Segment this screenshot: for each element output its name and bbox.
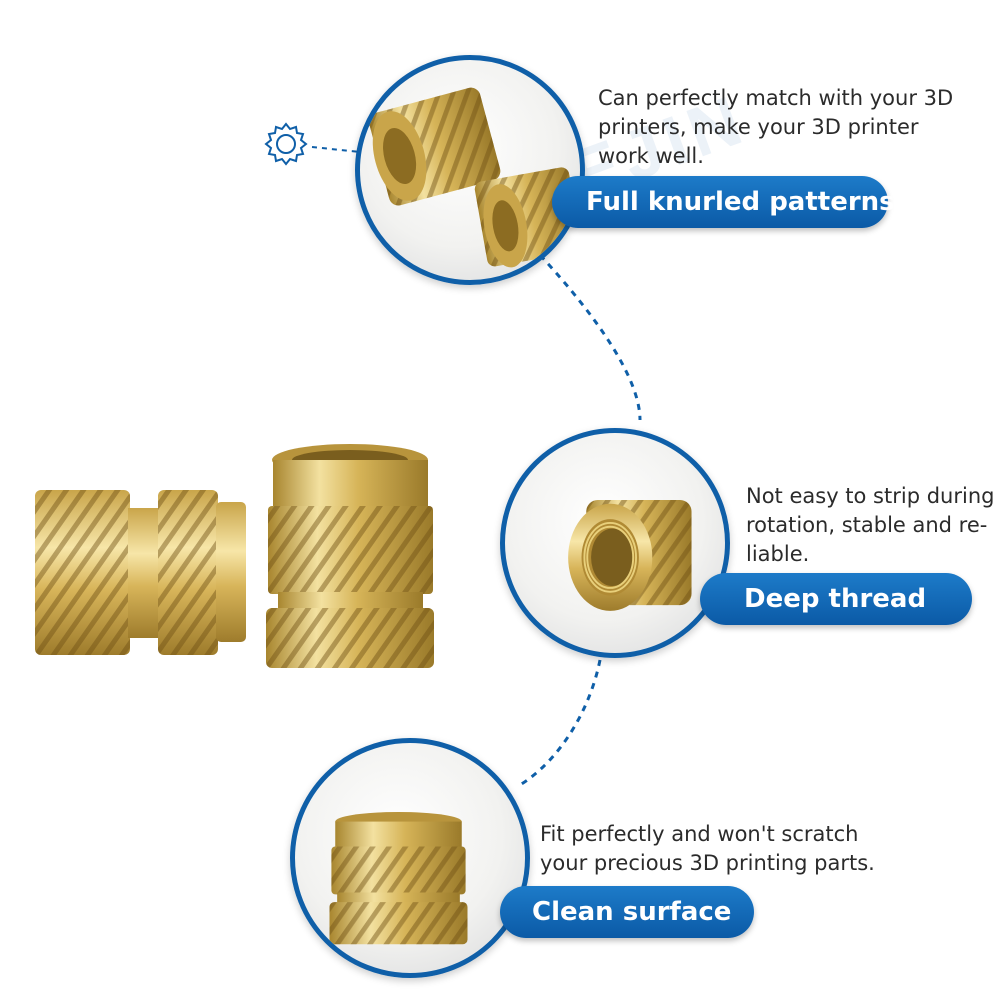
desc-line: Fit perfectly and won't scratch [540, 822, 859, 846]
feature-1-title-badge: Full knurled patterns [552, 176, 895, 228]
feature-3-title: Clean surface [532, 897, 732, 927]
feature-2-title: Deep thread [744, 584, 927, 614]
desc-line: printers, make your 3D printer [598, 115, 919, 139]
desc-line: your precious 3D printing parts. [540, 851, 875, 875]
feature-image-thread [500, 428, 730, 658]
feature-image-surface [290, 738, 530, 978]
feature-2-description: Not easy to strip during rotation, stabl… [746, 482, 994, 569]
feature-1-description: Can perfectly match with your 3D printer… [598, 84, 953, 171]
feature-3-title-badge: Clean surface [500, 886, 754, 938]
feature-image-knurled [355, 55, 585, 285]
desc-line: work well. [598, 144, 704, 168]
feature-1-title: Full knurled patterns [586, 187, 895, 217]
feature-3-description: Fit perfectly and won't scratch your pre… [540, 820, 875, 878]
feature-2-title-badge: Deep thread [700, 573, 972, 625]
desc-line: rotation, stable and re- [746, 513, 988, 537]
brass-inserts-photo [35, 444, 434, 668]
desc-line: Can perfectly match with your 3D [598, 86, 954, 110]
desc-line: liable. [746, 542, 810, 566]
desc-line: Not easy to strip during [746, 484, 995, 508]
gear-icon [264, 122, 308, 166]
